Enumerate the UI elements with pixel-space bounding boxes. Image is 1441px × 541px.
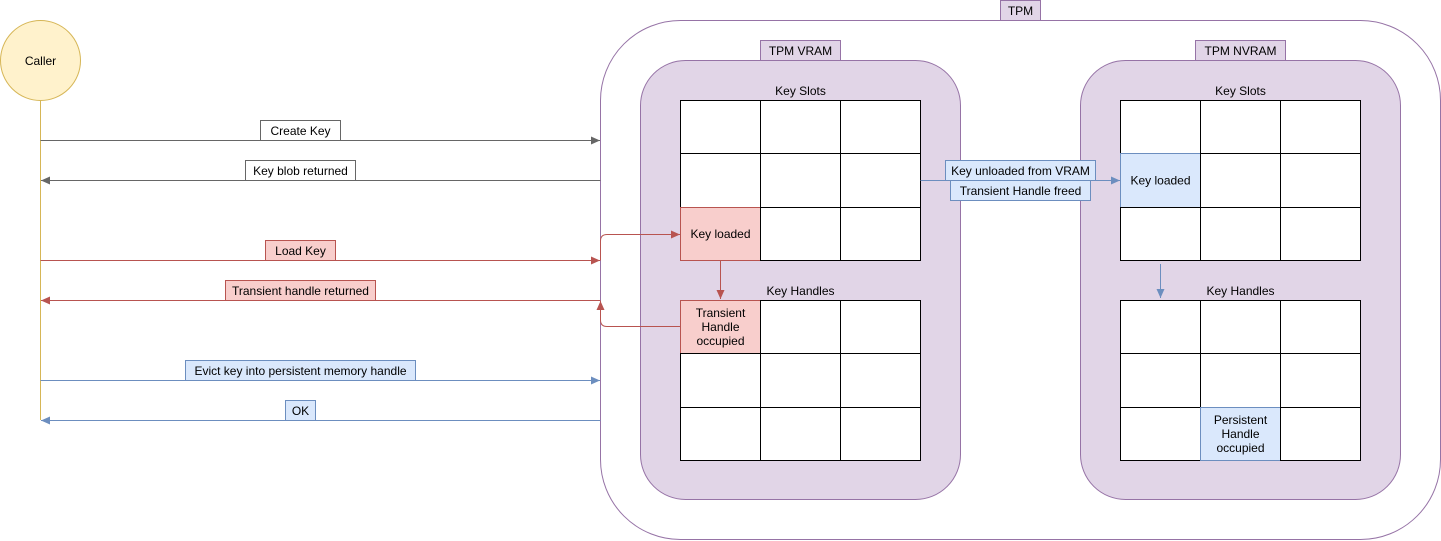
vram-slot-cell bbox=[760, 207, 841, 261]
vram-slot-cell bbox=[680, 100, 761, 154]
transient-handle-returned-label-box: Transient handle returned bbox=[225, 280, 376, 301]
vram-slot-cell bbox=[760, 100, 841, 154]
message-labels: Create Key Key blob returned Load Key Tr… bbox=[185, 120, 416, 421]
vram-slot-cell bbox=[840, 100, 921, 154]
nvram-slot-cell bbox=[1120, 207, 1201, 261]
caller-node: Caller bbox=[0, 20, 81, 101]
nvram-slot-cell bbox=[1200, 207, 1281, 261]
vram-slots-title: Key Slots bbox=[775, 84, 826, 98]
vram-handle-cell bbox=[840, 407, 921, 461]
vram-label: TPM VRAM bbox=[769, 44, 832, 58]
evict-key-label-box: Evict key into persistent memory handle bbox=[185, 360, 416, 381]
nvram-handle-cell bbox=[1280, 353, 1361, 408]
create-key-label: Create Key bbox=[270, 124, 330, 138]
nvram-key-slots-grid: Key loaded bbox=[1120, 100, 1361, 261]
vram-handle-cell bbox=[680, 300, 761, 354]
vram-container: TPM VRAM Key Slots Key Handles Key loade… bbox=[640, 40, 961, 500]
vram-handle-cell bbox=[840, 353, 921, 408]
vram-slot-cell bbox=[680, 207, 761, 261]
nvram-handle-cell bbox=[1200, 353, 1281, 408]
nvram-slot-cell bbox=[1200, 100, 1281, 154]
handle-return-arrow bbox=[596, 301, 681, 327]
vram-slot-cell bbox=[680, 153, 761, 208]
nvram-container: TPM NVRAM Key Slots Key Handles Key load… bbox=[1080, 40, 1401, 500]
vram-key-slots-grid: Key loaded bbox=[680, 100, 921, 261]
vram-slot-cell bbox=[760, 153, 841, 208]
nvram-slot-cell bbox=[1280, 153, 1361, 208]
nvram-label: TPM NVRAM bbox=[1205, 44, 1277, 58]
load-into-slot-arrow bbox=[600, 230, 680, 261]
load-key-label: Load Key bbox=[275, 244, 326, 258]
vram-handle-cell bbox=[760, 407, 841, 461]
nvram-slots-title: Key Slots bbox=[1215, 84, 1266, 98]
nvram-handles-title: Key Handles bbox=[1206, 284, 1274, 298]
nvram-handle-cell bbox=[1120, 300, 1201, 354]
transfer-labels: Key unloaded from VRAM Transient Handle … bbox=[945, 160, 1096, 201]
transfer-line2: Transient Handle freed bbox=[960, 184, 1082, 198]
vram-handle-cell bbox=[760, 353, 841, 408]
key-blob-returned-label-box: Key blob returned bbox=[245, 160, 356, 181]
transient-handle-returned-label: Transient handle returned bbox=[232, 284, 369, 298]
nvram-handle-cell bbox=[1280, 300, 1361, 354]
nvram-slot-cell bbox=[1120, 153, 1201, 208]
vram-handle-cell bbox=[680, 407, 761, 461]
nvram-slot-cell-label: Key loaded bbox=[1130, 174, 1190, 188]
evict-key-label: Evict key into persistent memory handle bbox=[194, 364, 406, 378]
nvram-handle-cell bbox=[1200, 407, 1281, 461]
nvram-handle-cell bbox=[1120, 353, 1201, 408]
vram-handles-title: Key Handles bbox=[766, 284, 834, 298]
caller-label: Caller bbox=[25, 54, 56, 68]
vram-slot-cell bbox=[840, 153, 921, 208]
tpm-label: TPM bbox=[1008, 4, 1033, 18]
ok-label: OK bbox=[292, 404, 309, 418]
vram-handle-cell bbox=[760, 300, 841, 354]
vram-slot-cell-label: Key loaded bbox=[690, 227, 750, 241]
nvram-slot-cell bbox=[1280, 100, 1361, 154]
vram-handle-cell bbox=[680, 353, 761, 408]
nvram-slot-cell bbox=[1120, 100, 1201, 154]
nvram-handle-cell bbox=[1280, 407, 1361, 461]
transfer-line1: Key unloaded from VRAM bbox=[951, 164, 1090, 178]
create-key-label-box: Create Key bbox=[260, 120, 341, 141]
nvram-slot-cell bbox=[1200, 153, 1281, 208]
load-key-label-box: Load Key bbox=[265, 240, 336, 261]
vram-handle-cell bbox=[840, 300, 921, 354]
nvram-handle-cell bbox=[1120, 407, 1201, 461]
vram-slot-cell bbox=[840, 207, 921, 261]
nvram-slot-cell bbox=[1280, 207, 1361, 261]
nvram-handle-cell bbox=[1200, 300, 1281, 354]
ok-label-box: OK bbox=[285, 400, 316, 421]
key-blob-returned-label: Key blob returned bbox=[253, 164, 348, 178]
